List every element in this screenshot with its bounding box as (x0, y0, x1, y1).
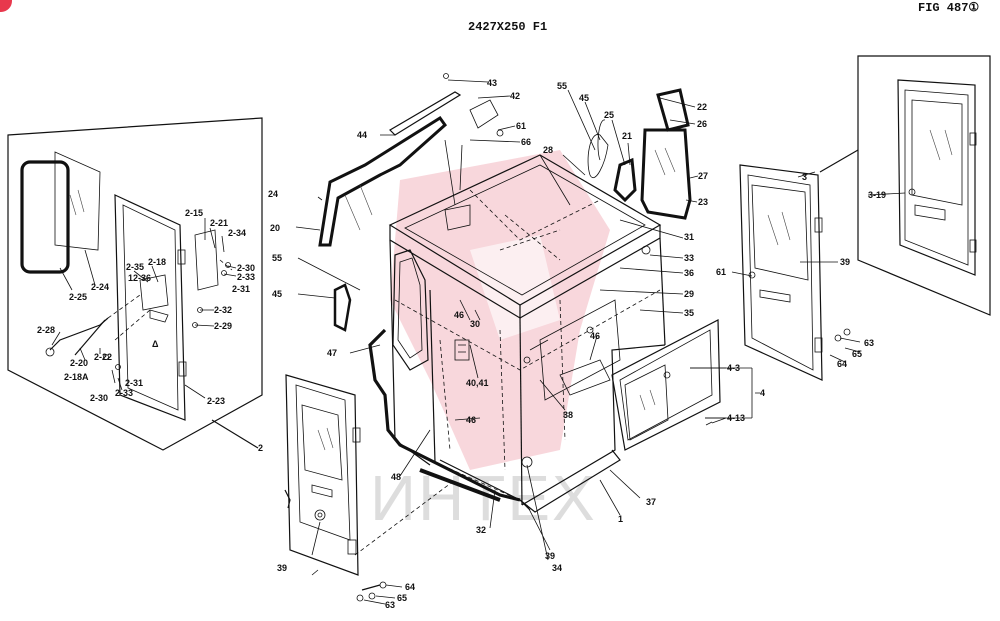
label-2-34: 2-34 (228, 228, 246, 238)
watermark-logo: ИНТЕХ (370, 150, 610, 534)
callout-3-19: 3-19 (868, 190, 886, 200)
callout-1: 1 (618, 514, 623, 524)
callout-22: 22 (697, 102, 707, 112)
callout-labels: 43 42 61 55 45 25 22 26 21 27 23 44 66 2… (268, 78, 886, 573)
windshield-seals (318, 73, 692, 332)
label-2-33: 2-33 (237, 272, 255, 282)
callout-37: 37 (646, 497, 656, 507)
label-2-33b: 2-33 (115, 388, 133, 398)
label-2-25: 2-25 (69, 292, 87, 302)
callout-45-top: 45 (579, 93, 589, 103)
callout-65-bottom: 65 (397, 593, 407, 603)
left-detail-panel: 2-25 2-24 2-15 2-21 2-34 2-35 2-18 12-36… (7, 117, 263, 451)
cab-body (368, 154, 666, 513)
label-2-18: 2-18 (148, 257, 166, 267)
label-2-20: 2-20 (70, 358, 88, 368)
leader-lines (295, 79, 906, 561)
callout-46-a: 46 (454, 310, 464, 320)
callout-35: 35 (684, 308, 694, 318)
callout-39-right: 39 (840, 257, 850, 267)
label-2-22: 2-22 (94, 352, 112, 362)
label-delta: Δ (152, 339, 159, 349)
label-2-29: 2-29 (214, 321, 232, 331)
callout-27: 27 (698, 171, 708, 181)
callout-33: 33 (684, 253, 694, 263)
callout-2: 2 (258, 443, 263, 453)
label-2-21: 2-21 (210, 218, 228, 228)
callout-39-door: 39 (277, 563, 287, 573)
figure-number: FIG 487① (918, 1, 980, 15)
detail-connector-left (211, 419, 259, 449)
door-hardware-bottom: 64 65 63 (356, 581, 415, 610)
right-door-3 (739, 164, 851, 381)
callout-38: 38 (563, 410, 573, 420)
callout-36: 36 (684, 268, 694, 278)
callout-61-top: 61 (516, 121, 526, 131)
callout-61-right: 61 (716, 267, 726, 277)
callout-32: 32 (476, 525, 486, 535)
label-2-24: 2-24 (91, 282, 109, 292)
label-12-36: 12-36 (128, 273, 151, 283)
callout-25: 25 (604, 110, 614, 120)
callout-31: 31 (684, 232, 694, 242)
callout-39-main: 39 (545, 551, 555, 561)
callout-3: 3 (802, 172, 807, 182)
callout-30: 30 (470, 319, 480, 329)
callout-44: 44 (357, 130, 367, 140)
label-2-32: 2-32 (214, 305, 232, 315)
right-door-4 (611, 319, 753, 451)
label-2-23: 2-23 (207, 396, 225, 406)
callout-55-left: 55 (272, 253, 282, 263)
label-2-35: 2-35 (126, 262, 144, 272)
callout-26: 26 (697, 119, 707, 129)
callout-65-right: 65 (852, 349, 862, 359)
callout-45-left: 45 (272, 289, 282, 299)
callout-24: 24 (268, 189, 278, 199)
callout-64-right: 64 (837, 359, 847, 369)
callout-4: 4 (760, 388, 765, 398)
callout-20: 20 (270, 223, 280, 233)
callout-29: 29 (684, 289, 694, 299)
label-2-30: 2-30 (237, 263, 255, 273)
callout-55-top: 55 (557, 81, 567, 91)
label-2-28: 2-28 (37, 325, 55, 335)
label-2-15: 2-15 (185, 208, 203, 218)
callout-46-c: 46 (466, 415, 476, 425)
label-2-31b: 2-31 (125, 378, 143, 388)
callout-47: 47 (327, 348, 337, 358)
callout-46-b: 46 (590, 331, 600, 341)
callout-66: 66 (521, 137, 531, 147)
callout-21: 21 (622, 131, 632, 141)
callout-4-13: 4-13 (727, 413, 745, 423)
callout-4-3: 4-3 (727, 363, 740, 373)
watermark-text: ИНТЕХ (370, 462, 597, 534)
front-door: 39 (277, 374, 456, 576)
callout-40-41: 40,41 (466, 378, 489, 388)
callout-63-bottom: 63 (385, 600, 395, 610)
callout-28: 28 (543, 145, 553, 155)
callout-63-right: 63 (864, 338, 874, 348)
callout-34: 34 (552, 563, 562, 573)
diagram-title: 2427X250 F1 (468, 20, 548, 34)
right-detail-panel (819, 55, 991, 316)
label-2-18A: 2-18A (64, 372, 89, 382)
callout-42: 42 (510, 91, 520, 101)
callout-43: 43 (487, 78, 497, 88)
label-2-30b: 2-30 (90, 393, 108, 403)
label-2-31: 2-31 (232, 284, 250, 294)
callout-64-bottom: 64 (405, 582, 415, 592)
callout-23: 23 (698, 197, 708, 207)
callout-48: 48 (391, 472, 401, 482)
